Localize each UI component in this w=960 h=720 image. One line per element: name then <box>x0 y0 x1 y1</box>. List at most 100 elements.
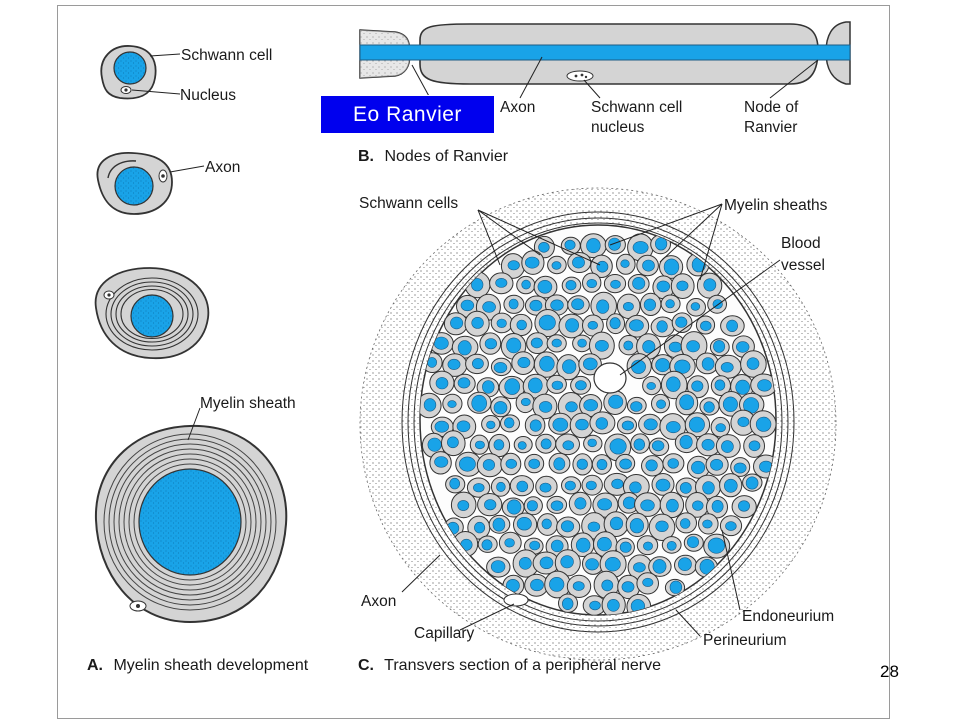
axon <box>692 500 704 511</box>
axon <box>517 441 527 450</box>
axon <box>529 419 542 432</box>
axon <box>538 242 550 253</box>
axon <box>496 318 507 328</box>
axon <box>529 540 541 551</box>
axon <box>645 459 658 472</box>
axon <box>620 259 630 268</box>
axon <box>582 357 598 371</box>
axon <box>538 314 556 331</box>
axon <box>665 421 681 434</box>
axon <box>516 516 532 531</box>
axon <box>506 499 522 515</box>
axon <box>700 320 712 332</box>
axon <box>496 481 506 492</box>
axon <box>460 299 475 312</box>
axon <box>656 399 666 409</box>
caption-a-text: Myelin sheath development <box>113 657 308 674</box>
axon <box>434 420 449 433</box>
axon <box>517 356 531 368</box>
axon <box>562 440 575 451</box>
panel-a-development <box>94 45 288 624</box>
axon <box>482 459 496 471</box>
axon <box>585 480 597 491</box>
axon <box>622 496 636 510</box>
blood-vessel <box>593 362 627 394</box>
axon <box>666 540 677 551</box>
axon <box>715 423 726 433</box>
axon <box>549 577 565 592</box>
caption-c-text: Transvers section of a peripheral nerve <box>384 657 661 674</box>
axon <box>691 460 706 475</box>
label-schwann-cells: Schwann cells <box>359 195 458 212</box>
axon <box>471 358 484 370</box>
axon <box>669 580 683 594</box>
axon <box>629 518 645 534</box>
axon <box>675 316 688 328</box>
axon <box>735 341 750 353</box>
axon <box>703 401 715 413</box>
axon <box>585 558 599 571</box>
axon <box>619 541 632 553</box>
axon <box>492 517 506 532</box>
axon <box>457 377 471 389</box>
axon <box>679 482 692 494</box>
label-blood-1: Blood <box>781 235 821 252</box>
panel-a-leaders <box>131 53 205 441</box>
axon <box>518 556 532 570</box>
axon <box>623 301 634 311</box>
axon <box>686 340 700 353</box>
axon <box>537 279 553 294</box>
label-node-2: Ranvier <box>744 119 797 136</box>
axon <box>447 400 457 408</box>
axon <box>482 380 495 394</box>
axon <box>629 481 642 494</box>
axon <box>666 376 681 392</box>
axon <box>539 482 552 493</box>
axon <box>457 340 472 356</box>
axon <box>456 420 471 433</box>
axon <box>679 434 693 449</box>
panel-b-leaders <box>411 56 819 99</box>
axon <box>574 497 587 510</box>
axon <box>446 436 459 449</box>
axon <box>587 521 601 532</box>
caption-c: C. Transvers section of a peripheral ner… <box>358 657 661 674</box>
axon <box>725 521 737 531</box>
axon <box>735 379 751 395</box>
label-nucleus: Nucleus <box>180 87 236 104</box>
axon <box>575 380 587 391</box>
axon <box>655 520 669 532</box>
axon <box>589 600 601 611</box>
axon <box>457 500 470 511</box>
axon <box>506 337 522 354</box>
axon <box>527 377 543 394</box>
axon <box>665 299 675 309</box>
axon <box>621 420 635 431</box>
nerve-fibers <box>420 233 776 615</box>
axon <box>493 362 508 374</box>
axon <box>610 279 621 289</box>
axon <box>633 562 646 573</box>
axon <box>655 478 671 492</box>
label-schwann-cell: Schwann cell <box>181 47 272 64</box>
axon <box>565 318 579 333</box>
caption-b: B. Nodes of Ranvier <box>358 148 509 165</box>
panel-b-nodes <box>359 21 851 99</box>
axon <box>530 337 543 349</box>
axon <box>520 397 531 406</box>
axon <box>552 417 569 432</box>
axon <box>423 398 437 412</box>
axon <box>714 379 726 391</box>
axon <box>493 401 508 415</box>
axon <box>572 581 585 591</box>
axon <box>632 276 646 290</box>
axon <box>539 556 554 569</box>
axon <box>710 458 724 471</box>
axon <box>746 357 760 370</box>
stage-3-cell <box>94 267 210 360</box>
axon <box>597 536 612 552</box>
axon <box>666 498 679 513</box>
panel-c-leaders <box>401 203 781 637</box>
axon <box>550 500 564 511</box>
